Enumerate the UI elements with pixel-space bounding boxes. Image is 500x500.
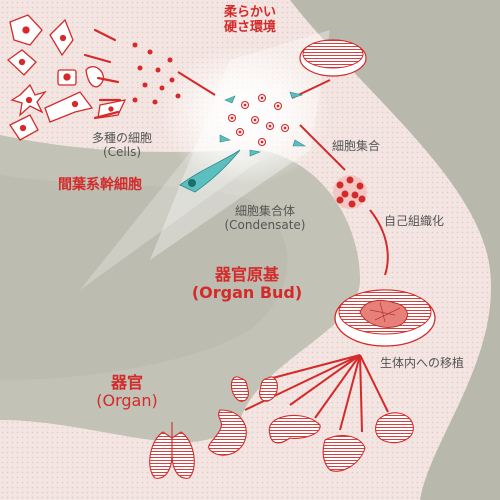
organ-label-en: (Organ) — [96, 391, 158, 411]
soft-env-line2: 硬さ環境 — [223, 19, 277, 35]
lung-icon — [149, 422, 195, 479]
organ-bud-label-ja: 器官原基 — [214, 265, 279, 284]
light-glow — [160, 45, 330, 185]
cell-icons — [6, 14, 127, 141]
pancreas-icon — [268, 414, 321, 444]
condensate-label-ja: 細胞集合体 — [234, 204, 295, 218]
aggregation-label: 細胞集合 — [332, 139, 381, 153]
stomach-icon — [208, 409, 247, 456]
organ-bud-label: 器官原基 (Organ Bud) — [191, 265, 303, 303]
converging-arrows — [83, 28, 122, 120]
cells-label: 多種の細胞 (Cells) — [91, 131, 153, 160]
organ-label-ja: 器官 — [110, 373, 144, 392]
liver-icon — [322, 435, 366, 472]
transplant-label: 生体内への移植 — [380, 356, 465, 370]
msc-label: 間葉系幹細胞 — [58, 177, 142, 193]
cells-label-ja: 多種の細胞 — [91, 131, 153, 145]
organ-bud-icon — [334, 289, 436, 347]
condensate-label-en: (Condensate) — [224, 217, 306, 232]
petri-dish-icon — [299, 39, 367, 77]
organ-label: 器官 (Organ) — [96, 373, 158, 411]
kidney-icon — [230, 376, 278, 402]
organ-bud-label-en: (Organ Bud) — [191, 283, 303, 303]
cells-label-en: (Cells) — [102, 144, 142, 159]
cell-mixture — [219, 91, 307, 157]
mesenchymal-stem-cell-icon — [179, 149, 241, 193]
soft-environment-label: 柔らかい 硬さ環境 — [223, 5, 277, 36]
self-organization-label: 自己組織化 — [384, 214, 445, 228]
soft-env-line1: 柔らかい — [223, 5, 277, 20]
condensate-label: 細胞集合体 (Condensate) — [224, 204, 306, 233]
cell-dots — [132, 42, 181, 105]
brain-icon — [375, 412, 414, 444]
condensate-icon — [333, 175, 367, 209]
